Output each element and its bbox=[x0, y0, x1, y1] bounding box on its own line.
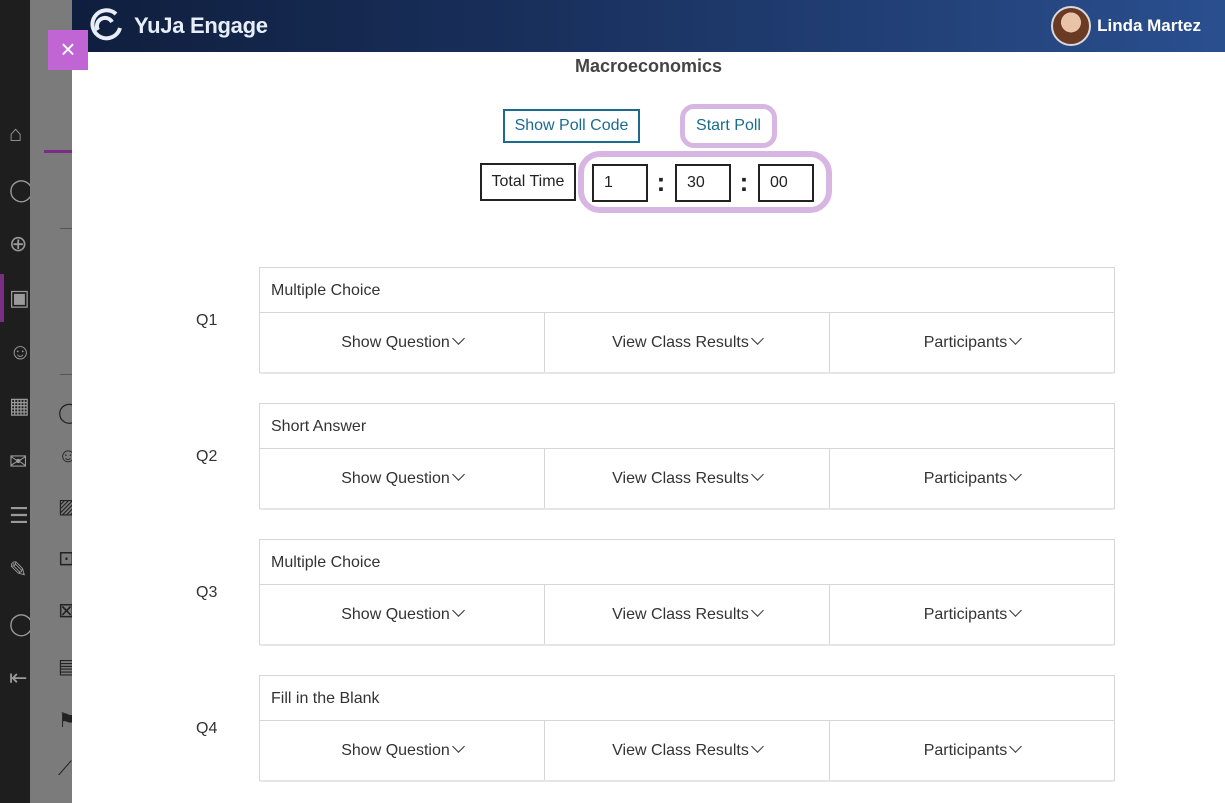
app-header: YuJa Engage Linda Martez bbox=[72, 0, 1225, 52]
user-icon: ◯ bbox=[9, 177, 34, 202]
avatar bbox=[1051, 6, 1092, 46]
hours-field[interactable]: 1 bbox=[592, 164, 648, 202]
flag-icon: ⚑ bbox=[58, 710, 76, 732]
question-type: Short Answer bbox=[260, 404, 1114, 449]
app-name: YuJa Engage bbox=[134, 13, 268, 38]
card-shadow bbox=[260, 372, 1114, 374]
participants-button[interactable]: Participants bbox=[830, 721, 1114, 780]
chevron-down-icon bbox=[451, 468, 465, 481]
show-question-button[interactable]: Show Question bbox=[260, 721, 545, 780]
chevron-down-icon bbox=[750, 332, 764, 345]
view-class-results-label: View Class Results bbox=[612, 334, 749, 351]
yuja-logo-icon bbox=[90, 8, 122, 41]
question-type: Fill in the Blank bbox=[260, 676, 1114, 721]
active-indicator bbox=[0, 274, 4, 322]
view-class-results-label: View Class Results bbox=[612, 470, 749, 487]
minutes-field[interactable]: 30 bbox=[675, 164, 731, 202]
close-button[interactable]: × bbox=[48, 30, 88, 70]
chevron-down-icon bbox=[750, 468, 764, 481]
edit-icon: ✎ bbox=[9, 557, 28, 582]
chevron-down-icon bbox=[1009, 468, 1023, 481]
chevron-down-icon bbox=[750, 604, 764, 617]
question-number: Q3 bbox=[196, 584, 218, 601]
show-question-label: Show Question bbox=[341, 334, 450, 351]
show-question-label: Show Question bbox=[341, 606, 450, 623]
institution-icon: ⌂ bbox=[9, 121, 23, 146]
view-class-results-label: View Class Results bbox=[612, 742, 749, 759]
person-icon: ◯ bbox=[9, 611, 34, 636]
link-icon: ⟋ bbox=[58, 758, 72, 780]
show-question-button[interactable]: Show Question bbox=[260, 449, 545, 508]
view-class-results-button[interactable]: View Class Results bbox=[545, 449, 830, 508]
user-menu[interactable]: Linda Martez bbox=[1051, 6, 1201, 46]
globe-icon: ⊕ bbox=[9, 231, 28, 256]
participants-label: Participants bbox=[923, 742, 1008, 759]
question-type: Multiple Choice bbox=[260, 540, 1114, 585]
card-shadow bbox=[260, 644, 1114, 646]
card-shadow bbox=[260, 780, 1114, 782]
question-card: Multiple Choice Show Question View Class… bbox=[259, 539, 1115, 646]
grades-icon: ☰ bbox=[9, 503, 29, 528]
start-poll-button[interactable]: Start Poll bbox=[696, 117, 761, 134]
time-separator: : bbox=[739, 167, 749, 197]
user-name: Linda Martez bbox=[1097, 16, 1201, 35]
chevron-down-icon bbox=[1009, 604, 1023, 617]
background-sidebar: ⌂ ◯ ⊕ ▣ ☺ ▦ ✉ ☰ ✎ ◯ ⇤ bbox=[0, 0, 34, 803]
total-time-label: Total Time bbox=[480, 163, 576, 201]
participants-button[interactable]: Participants bbox=[830, 313, 1114, 372]
chevron-down-icon bbox=[451, 332, 465, 345]
show-question-label: Show Question bbox=[341, 742, 450, 759]
time-input-highlight: 1 : 30 : 00 bbox=[578, 151, 832, 213]
view-class-results-button[interactable]: View Class Results bbox=[545, 721, 830, 780]
time-separator: : bbox=[656, 167, 666, 197]
view-class-results-button[interactable]: View Class Results bbox=[545, 585, 830, 644]
courses-icon: ▣ bbox=[9, 285, 30, 310]
chevron-down-icon bbox=[750, 740, 764, 753]
show-question-button[interactable]: Show Question bbox=[260, 585, 545, 644]
lock-icon: ⊡ bbox=[58, 548, 75, 570]
chevron-down-icon bbox=[1009, 332, 1023, 345]
show-question-label: Show Question bbox=[341, 470, 450, 487]
calendar-icon: ▦ bbox=[9, 393, 30, 418]
participants-label: Participants bbox=[923, 470, 1008, 487]
chevron-down-icon bbox=[451, 604, 465, 617]
question-card: Short Answer Show Question View Class Re… bbox=[259, 403, 1115, 510]
chevron-down-icon bbox=[451, 740, 465, 753]
app-logo[interactable]: YuJa Engage bbox=[86, 8, 268, 44]
start-poll-highlight: Start Poll bbox=[680, 104, 777, 148]
seconds-field[interactable]: 00 bbox=[758, 164, 814, 202]
participants-label: Participants bbox=[923, 334, 1008, 351]
view-class-results-label: View Class Results bbox=[612, 606, 749, 623]
participants-button[interactable]: Participants bbox=[830, 585, 1114, 644]
participants-label: Participants bbox=[923, 606, 1008, 623]
participants-button[interactable]: Participants bbox=[830, 449, 1114, 508]
logout-icon: ⇤ bbox=[9, 665, 28, 690]
question-number: Q1 bbox=[196, 312, 218, 329]
mail-icon: ✉ bbox=[9, 449, 28, 474]
question-number: Q2 bbox=[196, 448, 218, 465]
question-number: Q4 bbox=[196, 720, 218, 737]
card-shadow bbox=[260, 508, 1114, 510]
show-question-button[interactable]: Show Question bbox=[260, 313, 545, 372]
question-card: Multiple Choice Show Question View Class… bbox=[259, 267, 1115, 374]
view-class-results-button[interactable]: View Class Results bbox=[545, 313, 830, 372]
groups-icon: ☺ bbox=[9, 339, 32, 364]
page-title: Macroeconomics bbox=[574, 56, 723, 76]
code-icon: ⊠ bbox=[58, 600, 75, 622]
question-type: Multiple Choice bbox=[260, 268, 1114, 313]
question-card: Fill in the Blank Show Question View Cla… bbox=[259, 675, 1115, 782]
poll-panel: Macroeconomics Show Poll Code Start Poll… bbox=[72, 52, 1225, 803]
tab-underline bbox=[44, 150, 72, 153]
chevron-down-icon bbox=[1009, 740, 1023, 753]
show-poll-code-button[interactable]: Show Poll Code bbox=[503, 109, 640, 143]
